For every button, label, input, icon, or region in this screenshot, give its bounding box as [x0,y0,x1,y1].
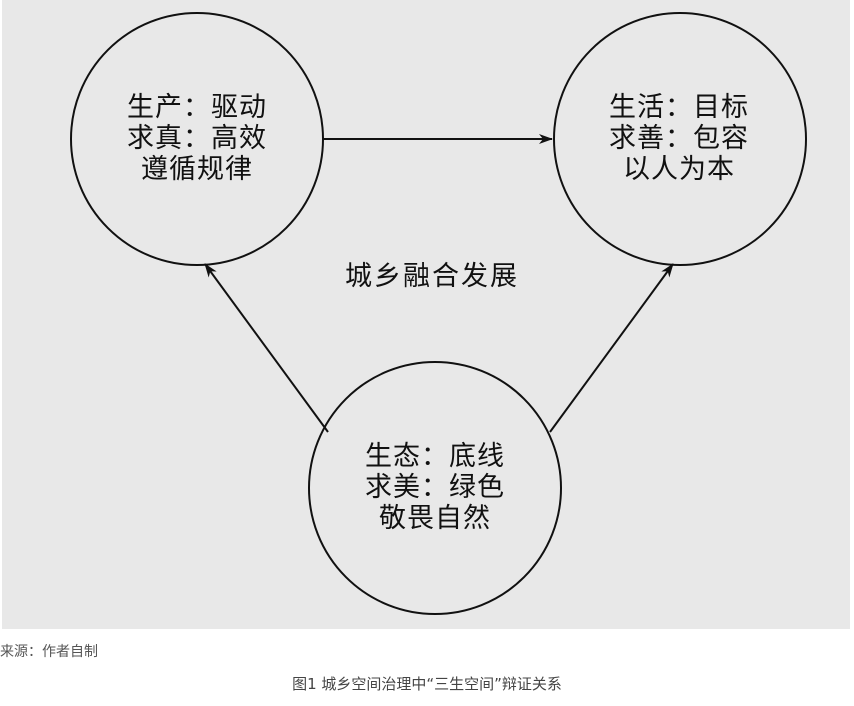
life-line-2: 求善：包容 [609,123,749,154]
life-line-3: 以人为本 [623,154,735,185]
figure-caption: 图1 城乡空间治理中“三生空间”辩证关系 [292,675,562,693]
ecology-node-text: 生态：底线 求美：绿色 敬畏自然 [325,441,545,534]
diagram-panel: 生产：驱动 求真：高效 遵循规律 生活：目标 求善：包容 以人为本 生态：底线 … [2,0,850,629]
ecology-line-3: 敬畏自然 [379,503,491,534]
production-node-text: 生产：驱动 求真：高效 遵循规律 [87,92,307,185]
edge-ecology-to-life [549,263,674,433]
diagram-svg [70,12,807,615]
life-node-text: 生活：目标 求善：包容 以人为本 [569,92,789,185]
life-node-circle [553,12,807,266]
production-line-1: 生产：驱动 [127,92,267,123]
production-line-3: 遵循规律 [141,154,253,185]
diagram-center-label: 城乡融合发展 [345,261,519,292]
production-line-2: 求真：高效 [127,123,267,154]
ecology-line-2: 求美：绿色 [365,472,505,503]
life-line-1: 生活：目标 [609,92,749,123]
ecology-line-1: 生态：底线 [365,441,505,472]
edge-ecology-to-production [204,263,329,433]
ecology-node-circle [308,361,562,615]
source-note: 来源：作者自制 [0,644,98,660]
